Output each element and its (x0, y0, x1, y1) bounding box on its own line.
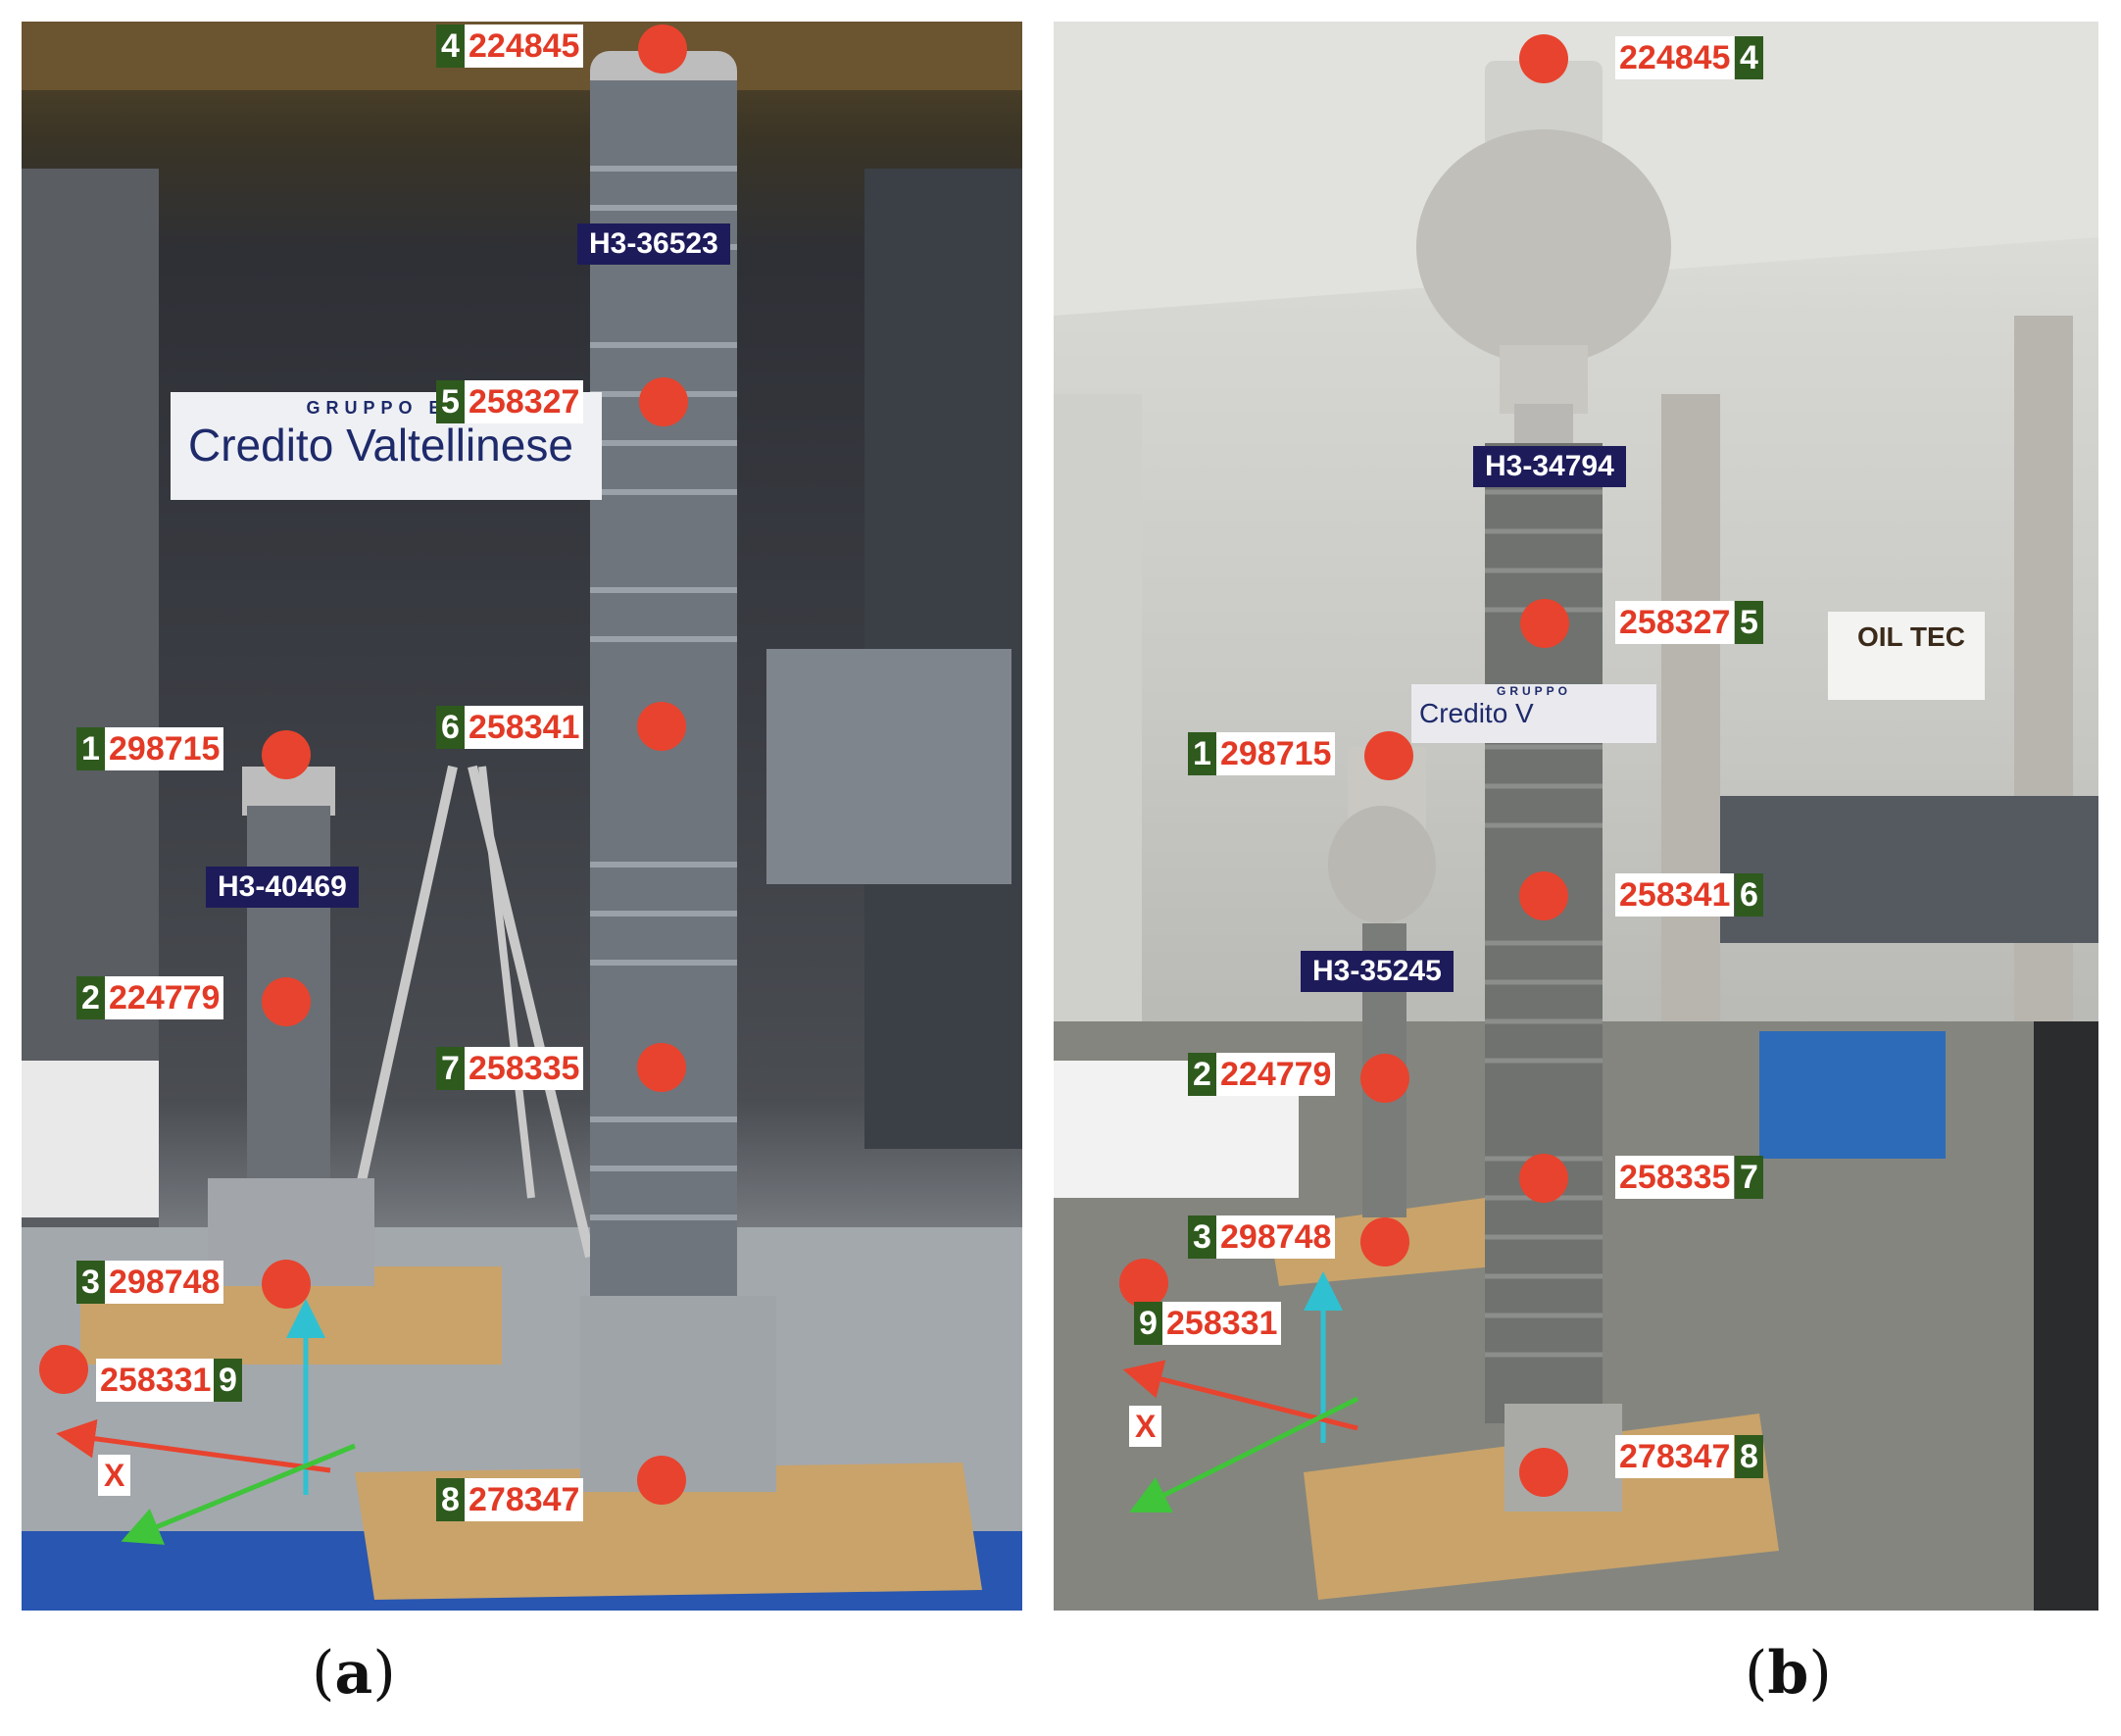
caption-b-letter: b (1767, 1639, 1809, 1708)
sensor-marker-4-b (1519, 34, 1568, 83)
sensor-code-2-b: 224779 (1216, 1053, 1336, 1096)
photo-panel-b: GRUPPO Credito V OIL TEC X H3-34794 H3-3… (1054, 22, 2098, 1611)
sensor-marker-2 (262, 977, 311, 1026)
sensor-marker-8 (637, 1456, 686, 1505)
model-label-h3-36523: H3-36523 (577, 223, 730, 265)
sensor-index-2: 2 (76, 976, 105, 1019)
scene-a-background (22, 22, 1022, 1611)
sensor-marker-1 (262, 730, 311, 779)
sensor-marker-3 (262, 1260, 311, 1309)
sensor-index-5: 5 (436, 380, 465, 423)
sensor-code-4: 224845 (465, 25, 584, 68)
axis-x-arrow (56, 1418, 331, 1473)
sensor-code-5-b: 258327 (1615, 601, 1735, 644)
sensor-marker-9 (39, 1345, 88, 1394)
model-label-h3-34794: H3-34794 (1473, 446, 1626, 487)
axis-x-label: X (98, 1455, 131, 1496)
sensor-marker-6 (637, 702, 686, 751)
sensor-index-1-b: 1 (1188, 732, 1216, 775)
sensor-index-3: 3 (76, 1261, 105, 1304)
sensor-code-8-b: 278347 (1615, 1435, 1735, 1478)
axis-z-arrow-b (1129, 1396, 1359, 1513)
model-label-h3-35245: H3-35245 (1301, 951, 1454, 992)
sensor-index-6-b: 6 (1735, 873, 1763, 917)
sensor-code-7: 258335 (465, 1047, 584, 1090)
sign-b-small-text: GRUPPO (1496, 684, 1571, 698)
sensor-marker-9-b (1119, 1259, 1168, 1308)
axis-x-label-b: X (1129, 1406, 1162, 1447)
sensor-code-3: 298748 (105, 1261, 224, 1304)
sensor-marker-7 (637, 1043, 686, 1092)
model-label-h3-40469: H3-40469 (206, 867, 359, 908)
sensor-index-7: 7 (436, 1047, 465, 1090)
sensor-index-1: 1 (76, 727, 105, 770)
sensor-index-9: 9 (214, 1359, 242, 1402)
sensor-index-7-b: 7 (1735, 1156, 1763, 1199)
sensor-index-6: 6 (436, 706, 465, 749)
sign-main-text: Credito Valtellinese (188, 420, 573, 471)
caption-a-letter: a (334, 1639, 373, 1708)
sensor-code-2: 224779 (105, 976, 224, 1019)
sensor-marker-2-b (1360, 1054, 1409, 1103)
oil-tec-logo-text: OIL TEC (1857, 621, 1965, 652)
sign-small-text: GRUPPO BA (306, 398, 467, 418)
sensor-code-9-b: 258331 (1162, 1302, 1282, 1345)
sensor-code-6: 258341 (465, 706, 584, 749)
sensor-code-7-b: 258335 (1615, 1156, 1735, 1199)
sensor-marker-7-b (1519, 1154, 1568, 1203)
coordinate-axes-b (1122, 1271, 1359, 1513)
scene-b-background (1054, 22, 2098, 1611)
sensor-marker-8-b (1519, 1448, 1568, 1497)
caption-b: (b) (1745, 1639, 1832, 1708)
sensor-marker-5-b (1520, 599, 1569, 648)
sensor-marker-3-b (1360, 1217, 1409, 1266)
sensor-index-5-b: 5 (1735, 601, 1763, 644)
credito-valtellinese-sign-b: GRUPPO Credito V (1411, 684, 1656, 743)
sensor-code-9: 258331 (96, 1359, 216, 1402)
coordinate-axes-a (56, 1299, 356, 1545)
sensor-marker-6-b (1519, 871, 1568, 920)
sensor-code-4-b: 224845 (1615, 36, 1735, 79)
sensor-code-3-b: 298748 (1216, 1215, 1336, 1259)
sensor-code-5: 258327 (465, 380, 584, 423)
oil-tec-logo-sign: OIL TEC (1828, 612, 1985, 700)
sensor-index-3-b: 3 (1188, 1215, 1216, 1259)
sensor-marker-1-b (1364, 731, 1413, 780)
sensor-index-2-b: 2 (1188, 1053, 1216, 1096)
sensor-marker-5 (639, 377, 688, 426)
sensor-code-6-b: 258341 (1615, 873, 1735, 917)
sensor-marker-4 (638, 25, 687, 74)
sensor-index-4-b: 4 (1735, 36, 1763, 79)
sensor-index-4: 4 (436, 25, 465, 68)
sensor-index-8: 8 (436, 1478, 465, 1521)
credito-valtellinese-sign: GRUPPO BA Credito Valtellinese (171, 392, 602, 500)
sign-b-main-text: Credito V (1419, 698, 1534, 728)
axis-z-arrow (121, 1443, 356, 1545)
photo-panel-a: GRUPPO BA Credito Valtellinese X H3-3652… (22, 22, 1022, 1611)
sensor-code-1-b: 298715 (1216, 732, 1336, 775)
sensor-code-8: 278347 (465, 1478, 584, 1521)
sensor-index-8-b: 8 (1735, 1435, 1763, 1478)
caption-a: (a) (312, 1639, 396, 1708)
sensor-code-1: 298715 (105, 727, 224, 770)
sensor-index-9-b: 9 (1134, 1302, 1162, 1345)
